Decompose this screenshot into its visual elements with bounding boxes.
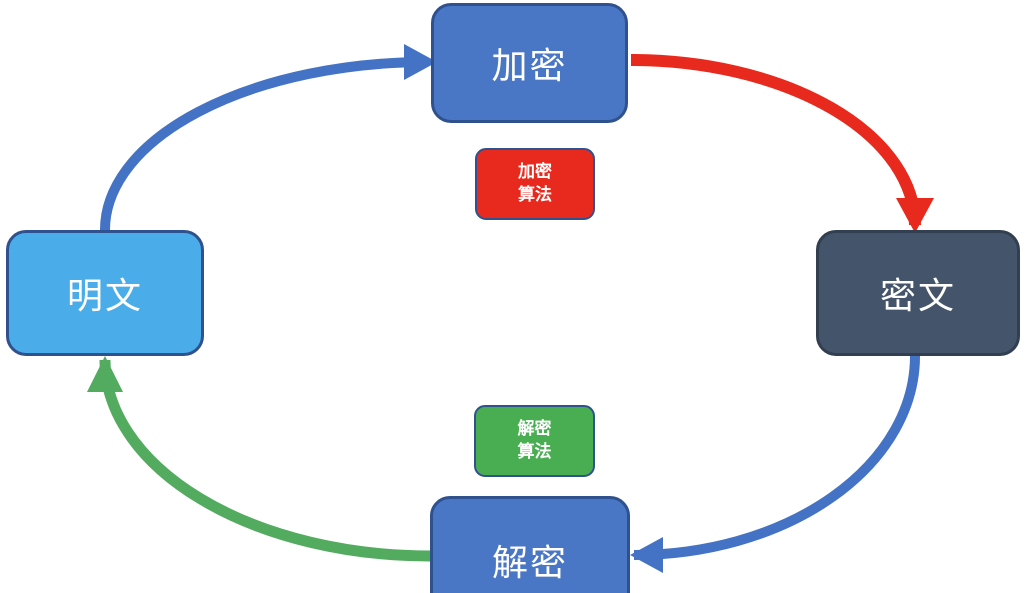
arrow-ciphertext-to-decrypt-line — [633, 355, 920, 560]
node-encrypt-algorithm-line2: 算法 — [518, 185, 552, 204]
node-decrypt: 解密 — [430, 496, 630, 593]
arrow-ciphertext-to-decrypt-head — [630, 537, 663, 573]
node-decrypt-algorithm-line1: 解密 — [517, 419, 552, 439]
arrow-encrypt-to-ciphertext-line — [630, 54, 921, 226]
arrow-decrypt-to-plaintext-head — [87, 356, 123, 392]
arrow-decrypt-to-plaintext-line — [99, 359, 431, 562]
node-plaintext-label: 明文 — [66, 275, 143, 316]
arrow-plaintext-to-encrypt-head — [404, 44, 437, 80]
node-plaintext: 明文 — [6, 230, 204, 356]
node-decrypt-algorithm: 解密 算法 — [474, 405, 595, 477]
arrow-plaintext-to-encrypt-icon — [99, 44, 437, 233]
arrow-encrypt-to-ciphertext-head — [896, 198, 934, 233]
arrow-decrypt-to-plaintext-icon — [87, 356, 431, 562]
node-decrypt-algorithm-line2: 算法 — [517, 442, 552, 461]
arrow-ciphertext-to-decrypt-icon — [630, 355, 920, 573]
node-ciphertext-label: 密文 — [879, 275, 956, 316]
node-decrypt-label: 解密 — [491, 542, 568, 583]
arrow-encrypt-to-ciphertext-icon — [630, 54, 934, 233]
node-encrypt: 加密 — [431, 3, 628, 123]
arrow-plaintext-to-encrypt-line — [99, 57, 429, 233]
node-encrypt-algorithm-line1: 加密 — [518, 162, 552, 182]
node-encrypt-algorithm: 加密 算法 — [475, 148, 595, 220]
node-encrypt-label: 加密 — [491, 45, 568, 86]
node-ciphertext: 密文 — [816, 230, 1020, 356]
